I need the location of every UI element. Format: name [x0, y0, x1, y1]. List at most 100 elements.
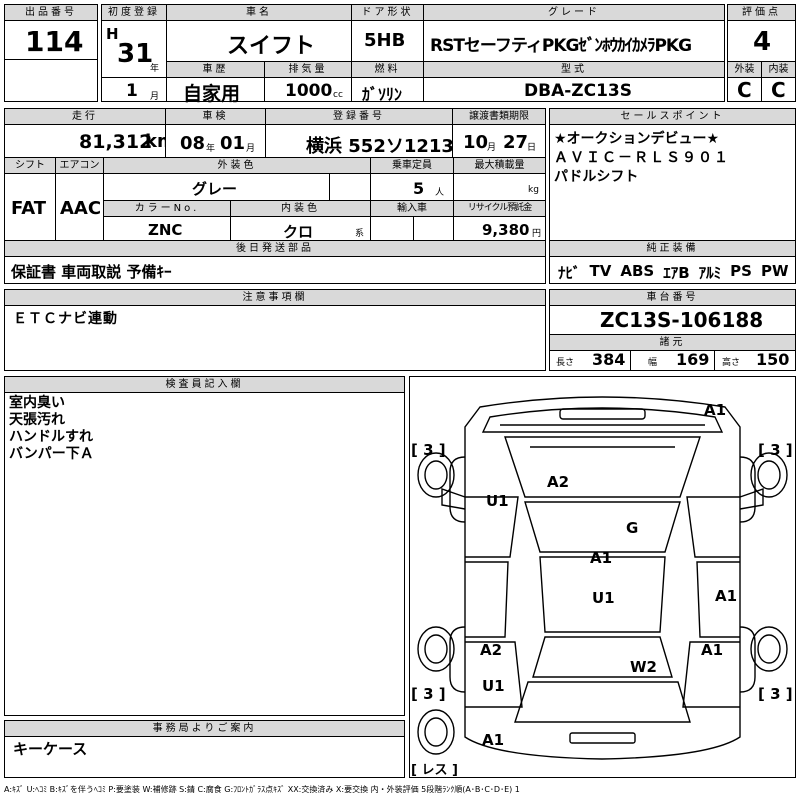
- car-diagram: A1 A2 U1 G A1 U1 A1 A2 A1 W2 U1 A1 [ 3 ]…: [409, 376, 796, 778]
- office-label: 事務局よりご案内: [5, 721, 404, 737]
- int-color: クロ: [283, 223, 314, 241]
- month-unit: 月: [150, 92, 160, 102]
- inspection-label: 車検: [166, 109, 265, 125]
- color-no-label: カラーNo.: [104, 201, 230, 217]
- aircon-cell: エアコン AAC: [55, 157, 104, 241]
- first-reg-year: 31: [117, 39, 154, 69]
- score: 4: [753, 27, 772, 57]
- int-color-cell: 内装色 クロ 系: [230, 200, 371, 241]
- model: DBA-ZC13S: [524, 81, 632, 101]
- import-label: 輸入車: [371, 201, 453, 217]
- exterior-cell: 外装 C: [727, 61, 762, 102]
- later-parts-cell: 後日発送部品 保証書 車両取説 予備ｷｰ: [4, 240, 546, 284]
- displacement-cell: 排気量 1000 cc: [264, 61, 352, 102]
- inspector-cell: 検査員記入欄 室内臭い 天張汚れ ハンドルすれ バンパー下Ａ: [4, 376, 405, 716]
- recycle-fee: 9,380: [482, 221, 530, 239]
- mileage: 81,312: [79, 131, 153, 153]
- cc-unit: cc: [333, 90, 343, 100]
- inspector-label: 検査員記入欄: [5, 377, 404, 393]
- inspector-note: バンパー下Ａ: [9, 446, 94, 462]
- later-parts-label: 後日発送部品: [5, 241, 545, 257]
- tire-depth: [ 3 ]: [411, 441, 446, 459]
- history-label: 車歴: [167, 62, 264, 78]
- import-cell: 輸入車: [370, 200, 454, 241]
- interior-cell: 内装 C: [761, 61, 796, 102]
- lot-blank-cell: [4, 59, 98, 102]
- equipment-item: ABS: [620, 262, 655, 280]
- length-label: 長さ: [556, 358, 575, 368]
- score-label: 評価点: [728, 5, 795, 21]
- chassis-label: 車台番号: [550, 290, 795, 306]
- int-color-suffix: 系: [355, 229, 365, 239]
- interior-label: 内装: [762, 62, 795, 78]
- shift: FAT: [11, 198, 47, 219]
- fuel: ｶﾞｿﾘﾝ: [362, 85, 403, 104]
- int-color-label: 内装色: [231, 201, 370, 217]
- chassis-number: ZC13S-106188: [600, 308, 764, 332]
- inspection-month: 01: [220, 133, 246, 154]
- equipment-item: PS: [730, 262, 752, 280]
- equipment-cell: 純正装備 ﾅﾋﾞ TV ABS ｴｱB ｱﾙﾐ PS PW: [549, 240, 796, 284]
- damage-mark: U1: [592, 589, 615, 607]
- width-label: 幅: [648, 358, 658, 368]
- yen-unit: 円: [532, 229, 542, 239]
- insp-year-unit: 年: [206, 144, 216, 154]
- damage-mark: A2: [480, 641, 503, 659]
- damage-mark: A1: [715, 587, 738, 605]
- damage-legend: A:ｷｽﾞ U:ﾍｺﾐ B:ｷｽﾞを伴うﾍｺﾐ P:要塗装 W:補修跡 S:錆 …: [4, 785, 520, 794]
- chassis-cell: 車台番号 ZC13S-106188 諸元 長さ 384 幅 169 高さ 150: [549, 289, 796, 371]
- lot-cell: 出品番号 114: [4, 4, 98, 60]
- car-name: スイフト: [227, 34, 316, 59]
- door-type: 5HB: [364, 30, 406, 51]
- insp-month-unit: 月: [246, 144, 256, 154]
- tire-depth: [ 3 ]: [758, 441, 793, 459]
- aircon: AAC: [60, 198, 102, 219]
- displacement: 1000: [285, 81, 333, 101]
- equipment-item: ﾅﾋﾞ: [558, 264, 581, 282]
- model-label: 型式: [424, 62, 724, 78]
- door-cell: ドア形状 5HB: [351, 4, 424, 62]
- damage-mark: G: [626, 519, 639, 537]
- sales-line: パドルシフト: [554, 169, 639, 185]
- sales-line: ＡＶＩＣ－ＲＬＳ９０１: [554, 150, 730, 166]
- caution-text: ＥＴＣナビ連動: [13, 311, 118, 327]
- height: 150: [756, 350, 790, 369]
- height-label: 高さ: [722, 358, 741, 368]
- grade: RSTセーフティPKGｾﾞﾝﾎｳｶｲｶﾒﾗPKG: [430, 36, 692, 56]
- color-no: ZNC: [148, 221, 183, 239]
- damage-mark: A1: [482, 731, 505, 749]
- damage-mark: A1: [701, 641, 724, 659]
- width: 169: [676, 350, 710, 369]
- person-unit: 人: [435, 188, 445, 198]
- tire-depth: [ 3 ]: [411, 685, 446, 703]
- inspector-note: 天張汚れ: [9, 412, 65, 428]
- doc-day-unit: 日: [527, 143, 537, 153]
- capacity: 5: [413, 179, 425, 198]
- equipment-item: ｴｱB: [663, 264, 690, 282]
- color-no-cell: カラーNo. ZNC: [103, 200, 231, 241]
- doc-deadline-cell: 譲渡書類期限 10 月 27 日: [452, 108, 546, 158]
- inspector-note: ハンドルすれ: [9, 429, 93, 445]
- kg-unit: kg: [528, 185, 539, 195]
- car-outline: [417, 396, 788, 760]
- displacement-label: 排気量: [265, 62, 351, 78]
- score-cell: 評価点 4: [727, 4, 796, 62]
- doc-month-unit: 月: [487, 143, 497, 153]
- damage-mark: U1: [486, 492, 509, 510]
- equipment-item: PW: [760, 262, 789, 280]
- later-parts: 保証書 車両取説 予備ｷｰ: [11, 263, 172, 281]
- fuel-cell: 燃料 ｶﾞｿﾘﾝ: [351, 61, 424, 104]
- aircon-label: エアコン: [56, 158, 103, 174]
- capacity-cell: 乗車定員 5 人: [370, 157, 454, 201]
- ext-color-label: 外装色: [104, 158, 370, 174]
- shift-cell: シフト FAT: [4, 157, 56, 241]
- doc-deadline-label: 譲渡書類期限: [453, 109, 545, 125]
- year-unit: 年: [150, 64, 160, 74]
- capacity-label: 乗車定員: [371, 158, 453, 174]
- inspection-cell: 車検 08 年 01 月: [165, 108, 266, 158]
- ext-color-cell: 外装色 グレー: [103, 157, 371, 201]
- history-cell: 車歴 自家用: [166, 61, 265, 105]
- ext-color: グレー: [192, 180, 238, 198]
- fuel-label: 燃料: [352, 62, 423, 78]
- caution-cell: 注意事項欄 ＥＴＣナビ連動: [4, 289, 546, 371]
